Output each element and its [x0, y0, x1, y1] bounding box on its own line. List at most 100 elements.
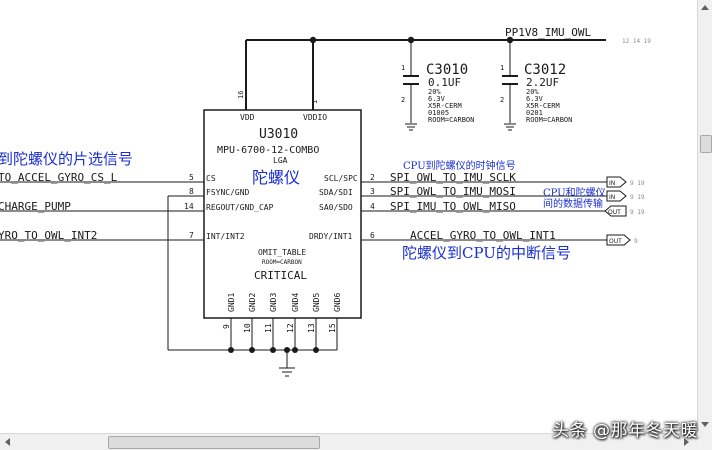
offpage-connector-sclk: IN 9 19	[606, 176, 645, 188]
offpage-connector-miso: OUT 9 19	[604, 205, 645, 217]
pin-gnd6: GND6	[333, 293, 342, 312]
chip-room: ROOM=CARBON	[262, 259, 302, 266]
capacitor-c3012: 1 2 C3012 2.2UF 20% 6.3V X5R-CERM 0201 R…	[500, 62, 572, 131]
svg-text:6.3V: 6.3V	[428, 95, 446, 103]
svg-text:01005: 01005	[428, 109, 449, 117]
chip-annotation-cn: 陀螺仪	[252, 168, 300, 187]
pin-gnd3: GND3	[269, 293, 278, 312]
pin-vddio: VDDIO	[303, 113, 327, 122]
svg-text:ROOM=CARBON: ROOM=CARBON	[526, 116, 572, 124]
note-clock: CPU到陀螺仪的时钟信号	[403, 159, 516, 172]
svg-text:OUT: OUT	[609, 238, 622, 245]
svg-text:15: 15	[328, 323, 337, 333]
junction-dot	[309, 36, 317, 44]
junction-dot	[407, 36, 415, 44]
svg-text:5: 5	[189, 173, 194, 182]
net-cs: TO_ACCEL_GYRO_CS_L	[0, 171, 118, 184]
pin-regout: REGOUT/GND_CAP	[206, 203, 274, 212]
net-sclk: SPI_OWL_TO_IMU_SCLK	[390, 171, 516, 184]
svg-text:1: 1	[401, 64, 405, 72]
svg-text:6: 6	[370, 231, 375, 240]
svg-text:1: 1	[311, 100, 319, 104]
svg-text:6.3V: 6.3V	[526, 95, 544, 103]
chip-critical: CRITICAL	[254, 269, 307, 282]
svg-text:2: 2	[370, 173, 375, 182]
note-interrupt: 陀螺仪到CPU的中断信号	[402, 244, 571, 262]
pin-cs: CS	[206, 174, 216, 183]
chip-package: LGA	[273, 156, 288, 165]
horizontal-scroll-thumb[interactable]	[108, 436, 320, 449]
power-net-pages: 12 14 19	[622, 38, 651, 45]
pin-drdy: DRDY/INT1	[309, 232, 353, 241]
pin-gnd2: GND2	[248, 293, 257, 312]
vertical-scroll-thumb[interactable]	[700, 135, 712, 153]
svg-text:11: 11	[264, 323, 273, 333]
svg-text:3: 3	[370, 187, 375, 196]
svg-text:8: 8	[189, 187, 194, 196]
vertical-scrollbar[interactable]	[697, 0, 712, 433]
watermark: 头条 @那年冬天暖	[552, 421, 698, 441]
svg-text:X5R-CERM: X5R-CERM	[428, 102, 462, 110]
pin-sda: SDA/SDI	[319, 188, 353, 197]
svg-text:ROOM=CARBON: ROOM=CARBON	[428, 116, 474, 124]
svg-text:IN: IN	[609, 194, 615, 201]
net-int2: YRO_TO_OWL_INT2	[0, 229, 97, 242]
svg-text:0201: 0201	[526, 109, 543, 117]
net-int1: ACCEL_GYRO_TO_OWL_INT1	[410, 229, 556, 242]
svg-text:16: 16	[237, 91, 245, 99]
svg-text:IN: IN	[609, 180, 615, 187]
note-data-2: 间的数据传输	[543, 197, 603, 210]
net-mosi: SPI_OWL_TO_IMU_MOSI	[390, 185, 516, 198]
pin-int2: INT/INT2	[206, 232, 245, 241]
chip-body	[203, 109, 362, 319]
cap-refdes: C3012	[524, 62, 566, 78]
scroll-right-arrow-icon[interactable]	[684, 438, 689, 446]
svg-text:OUT: OUT	[608, 209, 621, 216]
offpage-connector-mosi: IN 9 19	[606, 190, 645, 202]
cap-value: 2.2UF	[526, 76, 559, 89]
horizontal-scrollbar[interactable]	[0, 433, 697, 450]
svg-text:9 19: 9 19	[630, 180, 645, 187]
net-miso: SPI_IMU_TO_OWL_MISO	[390, 200, 516, 213]
chip-refdes: U3010	[259, 127, 298, 142]
svg-text:1: 1	[500, 64, 504, 72]
note-data-1: CPU和陀螺仪	[543, 186, 606, 199]
svg-text:20%: 20%	[428, 88, 441, 96]
pin-vdd: VDD	[240, 113, 255, 122]
schematic-canvas: 1 2 C3010 0.1UF 20% 6.3V X5R-CERM 01005 …	[0, 26, 651, 377]
pin-fsync: FSYNC/GND	[206, 188, 250, 197]
svg-text:2: 2	[401, 96, 405, 104]
scroll-left-arrow-icon[interactable]	[5, 438, 10, 446]
cap-value: 0.1UF	[428, 76, 461, 89]
svg-text:13: 13	[307, 323, 316, 333]
pin-gnd1: GND1	[227, 293, 236, 312]
pin-scl: SCL/SPC	[324, 174, 358, 183]
svg-text:4: 4	[370, 202, 375, 211]
offpage-connector-int1: OUT 9	[606, 234, 638, 246]
chip-omit: OMIT_TABLE	[258, 248, 306, 257]
pin-gnd4: GND4	[291, 293, 300, 312]
svg-text:9: 9	[634, 238, 638, 245]
svg-text:9: 9	[222, 324, 231, 329]
cap-refdes: C3010	[426, 62, 468, 78]
svg-text:12: 12	[286, 323, 295, 333]
svg-text:20%: 20%	[526, 88, 539, 96]
scrollbar-corner	[697, 433, 712, 450]
pin-gnd5: GND5	[312, 293, 321, 312]
net-charge-pump: CHARGE_PUMP	[0, 200, 71, 213]
svg-text:2: 2	[500, 96, 504, 104]
capacitor-c3010: 1 2 C3010 0.1UF 20% 6.3V X5R-CERM 01005 …	[401, 62, 474, 131]
chip-part: MPU-6700-12-COMBO	[217, 145, 319, 156]
schematic-viewer: 1 2 C3010 0.1UF 20% 6.3V X5R-CERM 01005 …	[0, 26, 652, 377]
junction-dot	[506, 36, 514, 44]
svg-text:9 19: 9 19	[630, 194, 645, 201]
svg-text:7: 7	[189, 231, 194, 240]
power-net-label: PP1V8_IMU_OWL	[505, 26, 591, 39]
svg-text:9 19: 9 19	[630, 209, 645, 216]
note-cs: 到陀螺仪的片选信号	[0, 150, 133, 168]
pin-sa0: SA0/SDO	[319, 203, 353, 212]
scroll-down-arrow-icon[interactable]	[701, 422, 709, 427]
scroll-up-arrow-icon[interactable]	[701, 5, 709, 10]
svg-text:X5R-CERM: X5R-CERM	[526, 102, 560, 110]
svg-text:14: 14	[184, 202, 194, 211]
